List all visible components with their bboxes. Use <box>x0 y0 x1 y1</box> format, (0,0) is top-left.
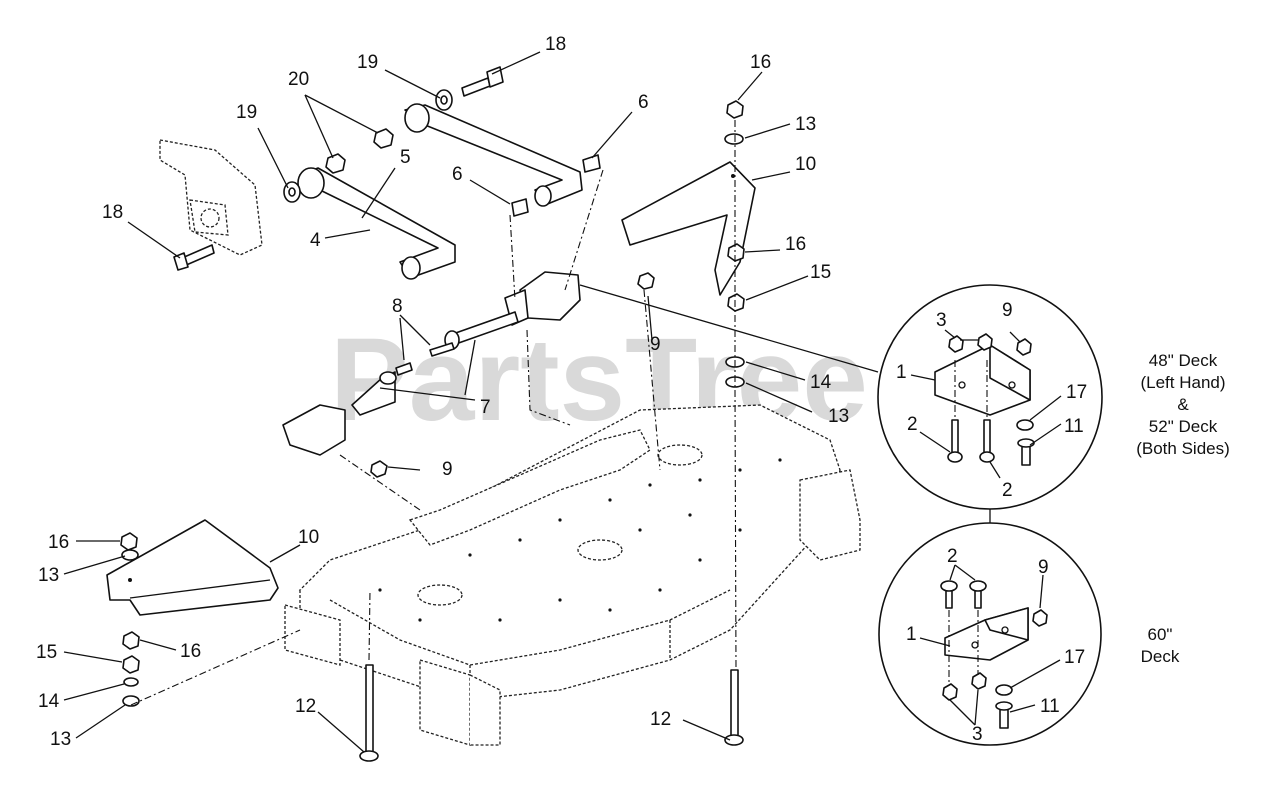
callout-16: 16 <box>750 52 771 73</box>
callout-15: 15 <box>810 262 831 283</box>
inset2-callout-11: 11 <box>1040 696 1060 717</box>
note-60-deck: 60" Deck <box>1141 625 1180 666</box>
inset2-callout-17: 17 <box>1064 647 1085 668</box>
bolt-18-a <box>461 66 504 97</box>
nut-9-lower <box>370 460 388 478</box>
callout-9: 9 <box>650 334 661 355</box>
note-line-1: 48" Deck <box>1149 351 1218 370</box>
note-60-line-2: Deck <box>1141 647 1180 666</box>
note-line-5: (Both Sides) <box>1136 439 1230 458</box>
bushing-6-lower <box>511 198 529 217</box>
inset1-callout-1: 1 <box>896 362 907 383</box>
callout-6: 6 <box>638 92 649 113</box>
inset1-callout-11: 11 <box>1064 416 1084 437</box>
note-line-2: (Left Hand) <box>1140 373 1225 392</box>
inset1-callout-2: 2 <box>1002 480 1013 501</box>
note-line-3: & <box>1177 395 1189 414</box>
pivot-bracket-front <box>282 404 346 456</box>
callout-13: 13 <box>795 114 816 135</box>
inset1-callout-3: 3 <box>936 310 947 331</box>
callout-labels: 18 19 20 6 19 5 6 18 4 16 13 10 16 15 9 … <box>36 34 1087 750</box>
callout-20: 20 <box>288 69 309 90</box>
inset-48-52-deck <box>877 284 1103 510</box>
callout-9: 9 <box>442 459 453 480</box>
inset2-callout-2: 2 <box>947 546 958 567</box>
callout-6: 6 <box>452 164 463 185</box>
lift-arm-4 <box>297 167 456 280</box>
pivot-rod-lower <box>351 371 397 416</box>
callout-18: 18 <box>545 34 566 55</box>
lift-arm-5 <box>404 103 583 207</box>
nut-20-b <box>325 153 346 174</box>
callout-12: 12 <box>650 709 671 730</box>
note-60-line-1: 60" <box>1148 625 1173 644</box>
callout-5: 5 <box>400 147 411 168</box>
callout-4: 4 <box>310 230 321 251</box>
callout-14: 14 <box>810 372 832 393</box>
assembly-lines <box>130 120 879 706</box>
inset2-callout-3: 3 <box>972 724 983 745</box>
inset-60-deck <box>878 522 1102 746</box>
tractor-frame-fragment <box>159 139 263 256</box>
callout-10: 10 <box>298 527 319 548</box>
note-48-52-deck: 48" Deck (Left Hand) & 52" Deck (Both Si… <box>1136 351 1230 458</box>
nut-9-upper <box>637 272 655 290</box>
inset1-callout-9: 9 <box>1002 300 1013 321</box>
inset1-callout-2: 2 <box>907 414 918 435</box>
clevis-pin-8 <box>395 342 455 376</box>
callout-12: 12 <box>295 696 316 717</box>
callout-16: 16 <box>48 532 69 553</box>
callout-16: 16 <box>785 234 806 255</box>
bolt-12-left <box>359 664 379 762</box>
note-line-4: 52" Deck <box>1149 417 1218 436</box>
callout-8: 8 <box>392 296 403 317</box>
callout-15: 15 <box>36 642 57 663</box>
bolt-18-b <box>173 244 215 271</box>
callout-7: 7 <box>480 397 491 418</box>
inset2-callout-9: 9 <box>1038 557 1049 578</box>
callout-16: 16 <box>180 641 201 662</box>
nut-20-a <box>373 128 394 149</box>
callout-19: 19 <box>236 102 257 123</box>
callout-10: 10 <box>795 154 816 175</box>
callout-18: 18 <box>102 202 123 223</box>
inset2-callout-1: 1 <box>906 624 917 645</box>
inset1-callout-17: 17 <box>1066 382 1087 403</box>
bolt-12-right <box>724 669 744 746</box>
bushing-6-upper <box>582 154 601 173</box>
leader-lines <box>63 51 813 753</box>
callout-13: 13 <box>828 406 849 427</box>
mower-deck <box>284 404 861 746</box>
callout-13: 13 <box>38 565 59 586</box>
hardware-left-stack <box>120 532 140 707</box>
deck-cover-10-left <box>106 519 279 616</box>
callout-13: 13 <box>50 729 71 750</box>
deck-cover-10-right <box>621 161 756 296</box>
callout-19: 19 <box>357 52 378 73</box>
washer-19-a <box>435 89 453 111</box>
callout-14: 14 <box>38 691 60 712</box>
